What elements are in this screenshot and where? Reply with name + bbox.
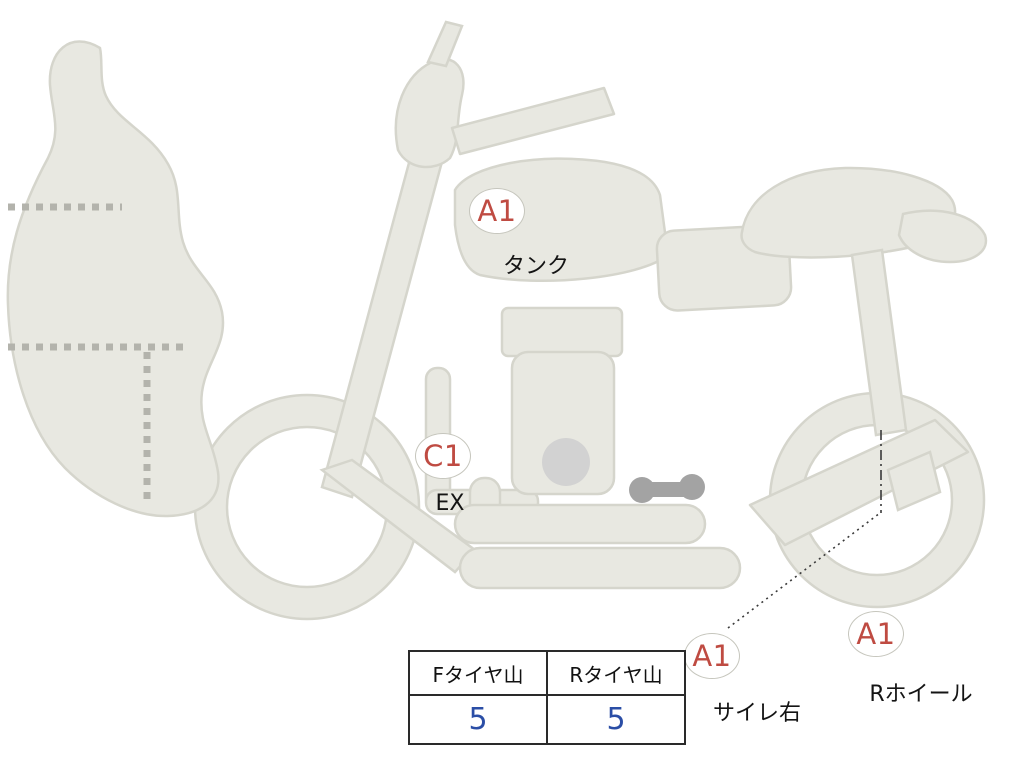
cowl-stitch-lines [8, 203, 188, 502]
tire-table-value-row: 5 5 [408, 694, 686, 745]
rear-tire-header: Rタイヤ山 [546, 650, 686, 696]
tire-tread-table: Fタイヤ山 Rタイヤ山 5 5 [408, 650, 686, 745]
rear-tire-value[interactable]: 5 [546, 694, 686, 745]
marker-label-silencer-right: サイレ右 [712, 701, 801, 726]
front-tire-value[interactable]: 5 [408, 694, 548, 745]
handlebar [450, 86, 616, 156]
front-fork [319, 20, 477, 574]
exhaust-pipes [453, 476, 742, 590]
marker-label-tank: タンク [502, 254, 569, 279]
marker-badge-rear-wheel[interactable]: A1 [848, 611, 904, 657]
engine [500, 306, 624, 496]
front-tire-header: Fタイヤ山 [408, 650, 548, 696]
front-cowl [6, 40, 225, 518]
rear-frame [850, 248, 908, 437]
marker-badge-silencer-right[interactable]: A1 [684, 633, 740, 679]
leader-line-dotted [727, 512, 881, 629]
kick-pedal [629, 474, 705, 503]
muffler [748, 418, 970, 547]
marker-badge-tank[interactable]: A1 [469, 188, 525, 234]
marker-label-rear-wheel: Rホイール [869, 682, 973, 707]
marker-label-exhaust: EX [435, 491, 465, 516]
tail-cowl [897, 209, 988, 264]
marker-badge-exhaust[interactable]: C1 [415, 433, 471, 479]
tire-table-header-row: Fタイヤ山 Rタイヤ山 [408, 650, 686, 696]
